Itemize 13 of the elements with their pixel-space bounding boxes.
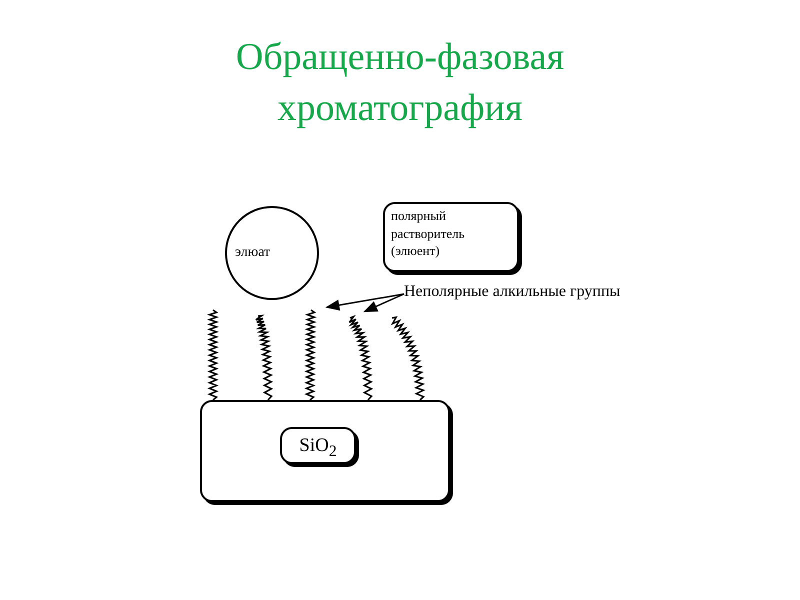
alkyl-chain — [348, 314, 374, 401]
eluate-circle: элюат — [225, 206, 319, 300]
alkyl-chain — [390, 316, 426, 401]
solvent-box: полярный растворитель (элюент) — [383, 202, 519, 272]
alkyl-chain — [255, 314, 274, 401]
alkyl-chain — [206, 309, 219, 401]
silica-support-box — [200, 400, 450, 502]
leader-arrow — [363, 293, 404, 312]
callout-text: Неполярные алкильные группы — [404, 283, 684, 305]
silica-label-box: SiO$_{2}$ — [280, 427, 356, 464]
title: Обращенно-фазовая хроматография — [234, 35, 566, 132]
alkyl-chain — [304, 309, 317, 401]
leader-arrow — [325, 293, 404, 311]
